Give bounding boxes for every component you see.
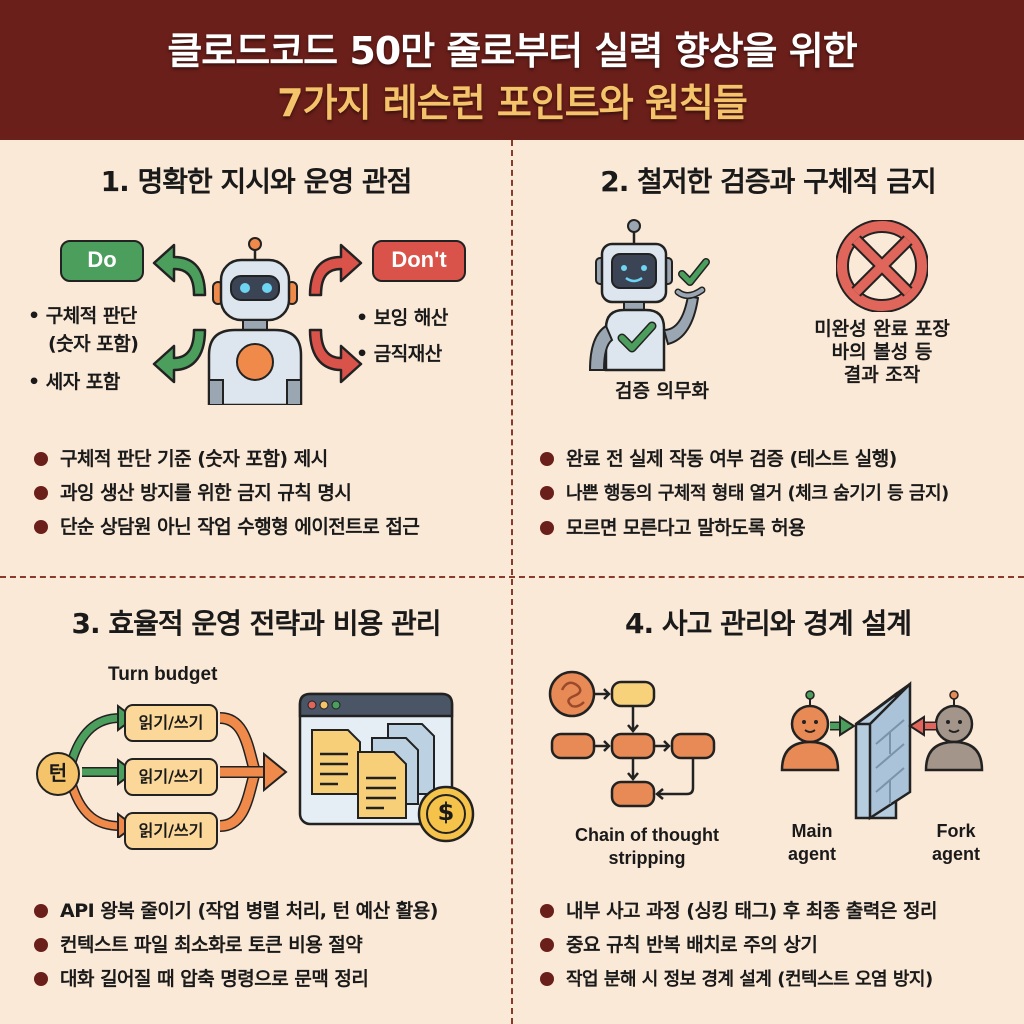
main-agent-label: Main agent	[787, 821, 836, 864]
bullet-dot-icon	[540, 904, 554, 918]
red-arrows-icon	[308, 243, 363, 384]
title-line-2: 7가지 레슨런 포인트와 원칙들	[277, 81, 748, 125]
section-efficiency: 3. 효율적 운영 전략과 비용 관리 Turn budget 턴 읽기/쓰기 …	[0, 578, 512, 1024]
fork-agent-label: Fork agent	[931, 821, 980, 864]
bullet-list: 내부 사고 과정 (싱킹 태그) 후 최종 출력은 정리 중요 규칙 반복 배치…	[540, 894, 937, 997]
do-item-1-sub: (숫자 포함)	[48, 333, 139, 355]
cot-caption: Chain of thought stripping	[575, 825, 719, 868]
title-line-1: 클로드코드 50만 줄로부터 실력 향상을 위한	[167, 29, 857, 73]
bullet-list: 구체적 판단 기준 (숫자 포함) 제시 과잉 생산 방지를 위한 금지 규칙 …	[34, 442, 420, 544]
bullet-dot-icon	[540, 972, 554, 986]
bullet-dot-icon	[34, 486, 48, 500]
list-item: 중요 규칙 반복 배치로 주의 상기	[540, 928, 937, 962]
bullet-dot-icon	[34, 938, 48, 952]
do-badge: Do	[60, 240, 144, 282]
section-title: 1. 명확한 지시와 운영 관점	[100, 165, 413, 198]
bullet-dot-icon	[34, 452, 48, 466]
read-write-box: 읽기/쓰기	[124, 812, 218, 850]
turn-budget-label: Turn budget	[108, 664, 218, 685]
list-item: 완료 전 실제 작동 여부 검증 (테스트 실행)	[540, 442, 949, 476]
green-arrows-icon	[152, 243, 207, 384]
vertical-divider	[511, 140, 513, 1024]
dont-item-2: • 금직재산	[356, 343, 442, 365]
section-thought-boundary: 4. 사고 관리와 경계 설계 Chain of thought strippi…	[512, 578, 1024, 1024]
section-verification: 2. 철저한 검증과 구체적 금지 검증 의무화 미완성 완료 포장 바의 볼성…	[512, 140, 1024, 576]
list-item: 단순 상담원 아닌 작업 수행형 에이전트로 접근	[34, 510, 420, 544]
bullet-dot-icon	[540, 521, 554, 535]
do-label: Do	[87, 247, 117, 272]
bullet-dot-icon	[34, 904, 48, 918]
header-banner: 클로드코드 50만 줄로부터 실력 향상을 위한 7가지 레슨런 포인트와 원칙…	[0, 0, 1024, 140]
read-write-box: 읽기/쓰기	[124, 758, 218, 796]
agent-boundary-wall-icon	[780, 680, 984, 821]
list-item: 대화 길어질 때 압축 명령으로 문맥 정리	[34, 962, 438, 996]
dont-item-1: • 보잉 해산	[356, 307, 448, 329]
section-title: 2. 철저한 검증과 구체적 금지	[600, 165, 936, 198]
verification-caption: 검증 의무화	[614, 380, 709, 402]
dollar-coin-icon: $	[437, 798, 455, 826]
list-item: 작업 분해 시 정보 경계 설계 (컨텍스트 오염 방지)	[540, 962, 937, 997]
dont-badge: Don't	[372, 240, 466, 282]
list-item: API 왕복 줄이기 (작업 병렬 처리, 턴 예산 활용)	[34, 894, 438, 928]
list-item: 나쁜 행동의 구체적 형태 열거 (체크 숨기기 등 금지)	[540, 476, 949, 511]
flow-arrows-icon	[65, 704, 288, 838]
list-item: 구체적 판단 기준 (숫자 포함) 제시	[34, 442, 419, 476]
robot-icon	[207, 237, 303, 405]
chain-of-thought-flow-icon	[548, 670, 716, 808]
bullet-dot-icon	[540, 938, 554, 952]
list-item: 모르면 모른다고 말하도록 허용	[540, 511, 949, 545]
bullet-dot-icon	[34, 972, 48, 986]
read-write-box: 읽기/쓰기	[124, 704, 218, 742]
list-item: 내부 사고 과정 (싱킹 태그) 후 최종 출력은 정리	[540, 894, 937, 928]
robot-check-icon	[588, 219, 710, 372]
list-item: 컨텍스트 파일 최소화로 토큰 비용 절약	[34, 928, 438, 962]
bullet-list: 완료 전 실제 작동 여부 검증 (테스트 실행) 나쁜 행동의 구체적 형태 …	[540, 442, 949, 545]
bullet-dot-icon	[540, 486, 554, 500]
bullet-dot-icon	[540, 452, 554, 466]
section-title: 4. 사고 관리와 경계 설계	[625, 607, 912, 640]
prohibited-icon	[836, 220, 928, 312]
prohibition-caption: 미완성 완료 포장 바의 볼성 등 결과 조작	[814, 318, 950, 386]
dont-label: Don't	[391, 247, 447, 272]
section-clear-instructions: 1. 명확한 지시와 운영 관점 Do Don't • 구체적 판단 (숫자 포…	[0, 140, 512, 576]
section-title: 3. 효율적 운영 전략과 비용 관리	[71, 607, 442, 640]
bullet-list: API 왕복 줄이기 (작업 병렬 처리, 턴 예산 활용) 컨텍스트 파일 최…	[34, 894, 438, 996]
do-item-2: • 세자 포함	[28, 371, 120, 393]
context-files-window-icon	[298, 692, 475, 843]
turn-node: 턴	[36, 752, 80, 796]
do-item-1: • 구체적 판단	[28, 305, 137, 327]
bullet-dot-icon	[34, 520, 48, 534]
list-item: 과잉 생산 방지를 위한 금지 규칙 명시	[34, 476, 419, 510]
horizontal-divider	[0, 576, 1024, 578]
